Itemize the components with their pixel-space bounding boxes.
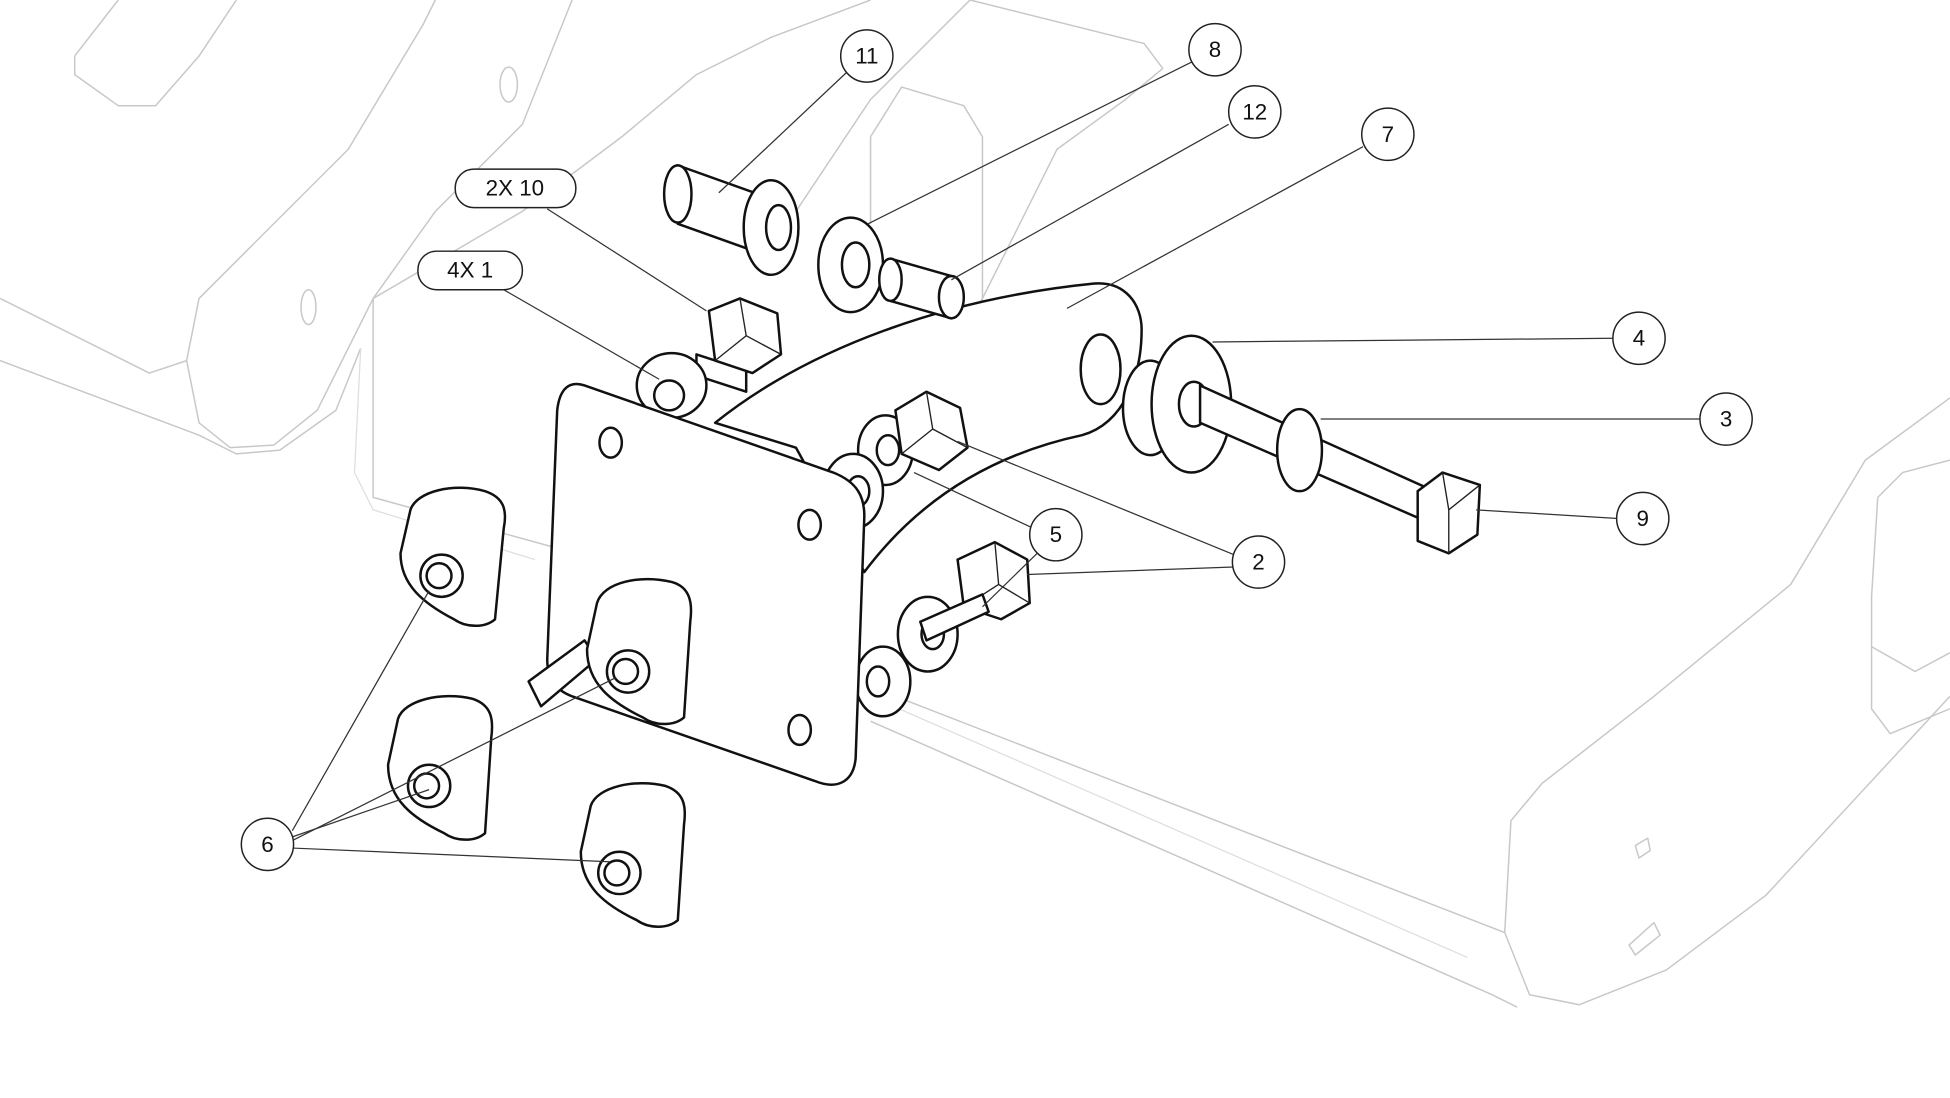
part-3-4-9-axle xyxy=(1121,334,1482,555)
svg-text:5: 5 xyxy=(1050,522,1062,547)
callout-12: 12 xyxy=(1227,85,1282,139)
part-8-washer xyxy=(817,216,885,314)
svg-text:4: 4 xyxy=(1633,326,1645,351)
part-2-bolts xyxy=(894,390,1031,642)
svg-text:12: 12 xyxy=(1242,99,1267,124)
part-6-bushings xyxy=(386,486,693,928)
svg-text:2: 2 xyxy=(1252,550,1264,575)
callout-6: 6 xyxy=(240,817,295,872)
callout-2: 2 xyxy=(1231,535,1286,589)
part-1-washers xyxy=(635,351,959,718)
background-frame xyxy=(0,0,1950,1008)
leader-lines xyxy=(291,61,1702,863)
callout-5: 5 xyxy=(1028,507,1083,562)
svg-text:2X 10: 2X 10 xyxy=(486,175,544,200)
callout-9: 9 xyxy=(1615,491,1670,546)
svg-text:9: 9 xyxy=(1637,506,1649,531)
callout-8: 8 xyxy=(1188,22,1242,77)
callout-11: 11 xyxy=(839,29,894,83)
svg-text:7: 7 xyxy=(1382,122,1394,147)
part-12-spacer xyxy=(878,257,966,320)
svg-text:6: 6 xyxy=(261,832,273,857)
svg-text:11: 11 xyxy=(855,43,878,68)
callout-4x1: 4X 1 xyxy=(417,250,524,291)
callout-4: 4 xyxy=(1612,311,1666,366)
svg-text:8: 8 xyxy=(1209,37,1221,62)
part-10-bolt-upper xyxy=(695,297,783,393)
callout-3: 3 xyxy=(1699,392,1753,446)
svg-text:4X 1: 4X 1 xyxy=(447,257,493,282)
callout-7: 7 xyxy=(1360,107,1415,162)
svg-text:3: 3 xyxy=(1720,407,1732,432)
callout-2x10: 2X 10 xyxy=(454,168,577,209)
part-11-pin xyxy=(662,164,800,277)
